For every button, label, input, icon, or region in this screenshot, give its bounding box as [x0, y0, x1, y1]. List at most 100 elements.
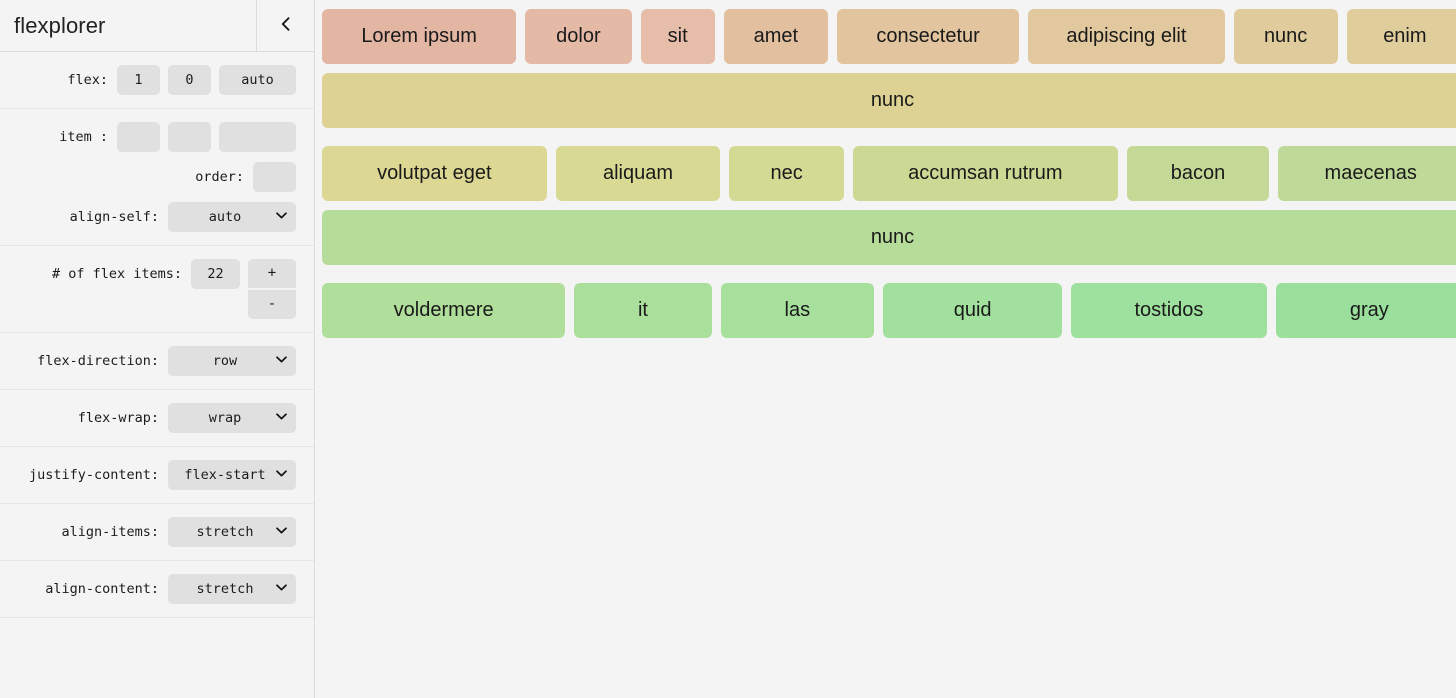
order-input[interactable] [253, 162, 296, 192]
justify-content-select-wrapper: flex-startflex-endcenterspace-betweenspa… [168, 460, 296, 490]
flex-item-label: voldermere [393, 299, 494, 321]
decrement-button[interactable]: - [248, 290, 296, 319]
flex-item[interactable]: consectetur [837, 9, 1020, 64]
flex-item-label: Lorem ipsum [361, 25, 477, 47]
item-shrink-input[interactable] [168, 122, 211, 152]
sidebar-section-flex-direction: flex-direction: rowrow-reversecolumncolum… [0, 333, 314, 390]
sidebar-section-item-settings: item : order: align-self: autoflex-startfle… [0, 109, 314, 246]
flex-item[interactable]: nunc [322, 73, 1456, 128]
control-row: item : [0, 122, 314, 152]
control-row: flex-direction: rowrow-reversecolumncolum… [0, 346, 314, 376]
control-label: align-content: [45, 581, 159, 597]
flex-item[interactable]: Lorem ipsum [322, 9, 517, 64]
control-label: flex-wrap: [77, 410, 159, 426]
sidebar-section-align-items: align-items: stretchflex-startflex-endcen… [0, 504, 314, 561]
sidebar-header: flexplorer [0, 0, 314, 52]
flex-direction-select[interactable]: rowrow-reversecolumncolumn-reverse [168, 346, 296, 376]
control-label: justify-content: [28, 467, 159, 483]
flex-item-label: dolor [556, 25, 601, 47]
flex-item-label: aliquam [602, 162, 674, 184]
flex-canvas: Lorem ipsum dolor sit amet consectetur adipis… [315, 0, 1456, 698]
control-row: flex-wrap: nowrapwrapwrap-reverse [0, 403, 314, 433]
sidebar-controls: flex: item : order: align-self: autoflex-sta… [0, 52, 314, 618]
flex-item[interactable]: nunc [1233, 9, 1338, 64]
flex-item[interactable]: nunc [322, 210, 1456, 265]
control-group [253, 162, 296, 192]
flex-item-label: adipiscing elit [1066, 25, 1187, 47]
sidebar-section-flex-shorthand: flex: [0, 52, 314, 109]
flex-wrap-select-wrapper: nowrapwrapwrap-reverse [168, 403, 296, 433]
flex-item[interactable]: nec [729, 146, 845, 201]
flex-item-count-input[interactable] [191, 259, 240, 289]
flex-container: Lorem ipsum dolor sit amet consectetur adipis… [322, 9, 1456, 338]
sidebar: flexplorer flex:item :order:align-self:a… [0, 0, 315, 698]
flex-item-label: quid [953, 299, 992, 321]
control-label: align-self: [69, 209, 159, 225]
flex-item[interactable]: it [574, 283, 712, 338]
control-row: order: [0, 162, 314, 192]
align-content-select[interactable]: stretchflex-startflex-endcenterspace-bet… [168, 574, 296, 604]
flex-item[interactable]: bacon [1126, 146, 1270, 201]
flex-item[interactable]: adipiscing elit [1028, 9, 1225, 64]
flex-item[interactable]: tostidos [1071, 283, 1267, 338]
flex-grow-input[interactable] [117, 65, 160, 95]
control-group: stretchflex-startflex-endcenterspace-bet… [168, 574, 296, 604]
flex-item-label: tostidos [1134, 299, 1204, 321]
flex-item[interactable]: maecenas [1278, 146, 1456, 201]
flex-item[interactable]: enim [1346, 9, 1456, 64]
justify-content-select[interactable]: flex-startflex-endcenterspace-betweenspa… [168, 460, 296, 490]
control-label: align-items: [61, 524, 159, 540]
flex-item-label: bacon [1170, 162, 1226, 184]
flex-item[interactable]: accumsan rutrum [853, 146, 1118, 201]
flex-item[interactable]: dolor [525, 9, 632, 64]
flex-item-label: enim [1383, 25, 1427, 47]
align-items-select-wrapper: stretchflex-startflex-endcenterbaseline [168, 517, 296, 547]
flex-item-label: las [784, 299, 811, 321]
control-group: rowrow-reversecolumncolumn-reverse [168, 346, 296, 376]
control-row: align-items: stretchflex-startflex-endcen… [0, 517, 314, 547]
flex-item-label: amet [753, 25, 799, 47]
align-items-select[interactable]: stretchflex-startflex-endcenterbaseline [168, 517, 296, 547]
flex-item-label: it [637, 299, 648, 321]
control-label: flex-direction: [37, 353, 159, 369]
flex-item[interactable]: amet [723, 9, 828, 64]
item-basis-input[interactable] [219, 122, 296, 152]
control-group: +- [191, 259, 296, 319]
flex-item[interactable]: las [720, 283, 874, 338]
item-grow-input[interactable] [117, 122, 160, 152]
flex-item-label: gray [1349, 299, 1389, 321]
flex-item-label: nunc [870, 226, 915, 248]
flex-item[interactable]: volutpat eget [322, 146, 547, 201]
flex-item[interactable]: quid [882, 283, 1063, 338]
sidebar-section-justify-content: justify-content: flex-startflex-endcenter… [0, 447, 314, 504]
flex-item[interactable]: voldermere [322, 283, 566, 338]
flex-direction-select-wrapper: rowrow-reversecolumncolumn-reverse [168, 346, 296, 376]
control-group: autoflex-startflex-endcenterbaselinestre… [168, 202, 296, 232]
flex-item-label: accumsan rutrum [908, 162, 1063, 184]
align-self-select[interactable]: autoflex-startflex-endcenterbaselinestre… [168, 202, 296, 232]
flex-item-label: nec [770, 162, 803, 184]
flex-shrink-input[interactable] [168, 65, 211, 95]
flex-item[interactable]: gray [1275, 283, 1456, 338]
flex-item[interactable]: sit [640, 9, 715, 64]
increment-button[interactable]: + [248, 259, 296, 288]
control-group [117, 122, 296, 152]
flex-item-label: maecenas [1324, 162, 1417, 184]
sidebar-collapse-button[interactable] [256, 0, 314, 52]
control-label: # of flex items: [51, 266, 182, 282]
app-title: flexplorer [14, 12, 106, 38]
flex-item-label: nunc [870, 89, 915, 111]
control-label: flex: [67, 72, 108, 88]
align-content-select-wrapper: stretchflex-startflex-endcenterspace-bet… [168, 574, 296, 604]
control-label: order: [195, 169, 244, 185]
flex-item[interactable]: aliquam [555, 146, 721, 201]
sidebar-section-flex-wrap: flex-wrap: nowrapwrapwrap-reverse [0, 390, 314, 447]
control-row: align-self: autoflex-startflex-endcenterb… [0, 202, 314, 232]
flex-wrap-select[interactable]: nowrapwrapwrap-reverse [168, 403, 296, 433]
chevron-left-icon [281, 16, 290, 35]
flex-item-label: nunc [1263, 25, 1308, 47]
sidebar-section-align-content: align-content: stretchflex-startflex-endc… [0, 561, 314, 618]
flex-basis-input[interactable] [219, 65, 296, 95]
flex-item-label: consectetur [876, 25, 980, 47]
